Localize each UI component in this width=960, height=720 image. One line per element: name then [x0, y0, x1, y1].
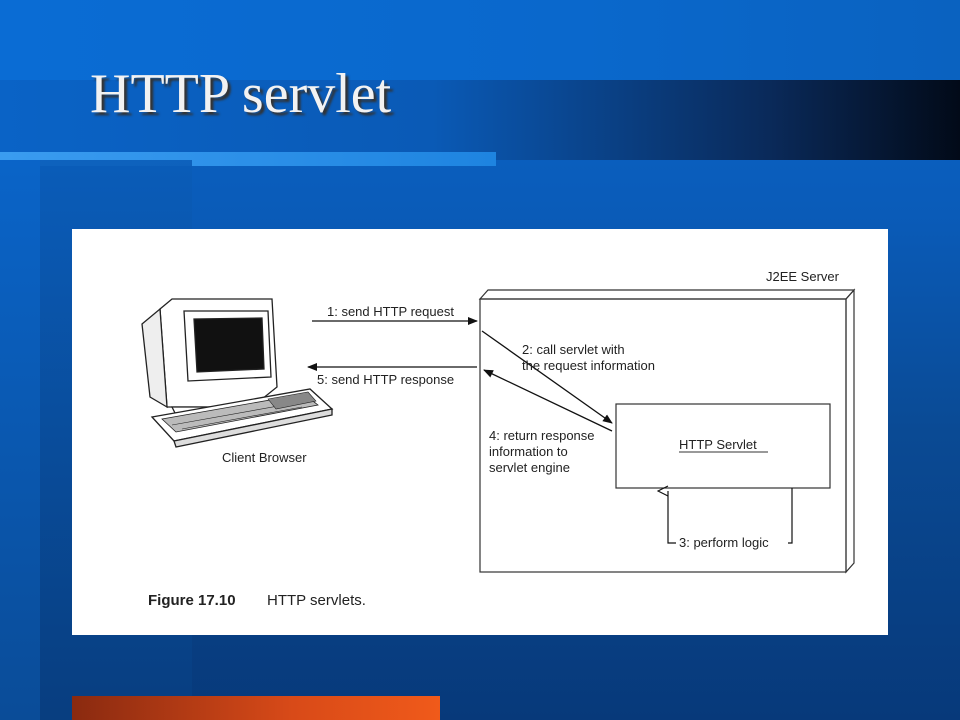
- left-strip: [0, 160, 40, 720]
- step-1-label: 1: send HTTP request: [327, 304, 454, 319]
- client-label: Client Browser: [222, 450, 307, 465]
- bottom-accent-bar: [72, 696, 440, 720]
- step-3-label: 3: perform logic: [679, 535, 769, 550]
- step-5-label: 5: send HTTP response: [317, 372, 454, 387]
- servlet-label: HTTP Servlet: [679, 437, 757, 452]
- title-background: [0, 0, 960, 80]
- figure-panel: J2EE Server HTTP Servlet Client Browser: [72, 229, 888, 635]
- computer-icon: [141, 298, 334, 448]
- server-label: J2EE Server: [766, 269, 840, 284]
- header-band: [0, 80, 960, 160]
- diagram-svg: J2EE Server HTTP Servlet Client Browser: [141, 269, 856, 609]
- step-4-label-line3: servlet engine: [489, 460, 570, 475]
- figure-caption: HTTP servlets.: [267, 592, 366, 609]
- arrow-call-servlet: [481, 330, 613, 424]
- step-4-label-line1: 4: return response: [489, 428, 595, 443]
- slide-title: HTTP servlet: [90, 63, 392, 125]
- figure-number: Figure 17.10: [148, 592, 236, 609]
- arrow-return-response: [483, 369, 613, 432]
- server-box: [478, 288, 856, 574]
- loop-perform-logic: [668, 488, 793, 544]
- step-4-label-line2: information to: [489, 444, 568, 459]
- step-2-label-line2: the request information: [522, 358, 655, 373]
- servlet-box: [615, 403, 831, 489]
- step-2-label-line1: 2: call servlet with: [522, 342, 625, 357]
